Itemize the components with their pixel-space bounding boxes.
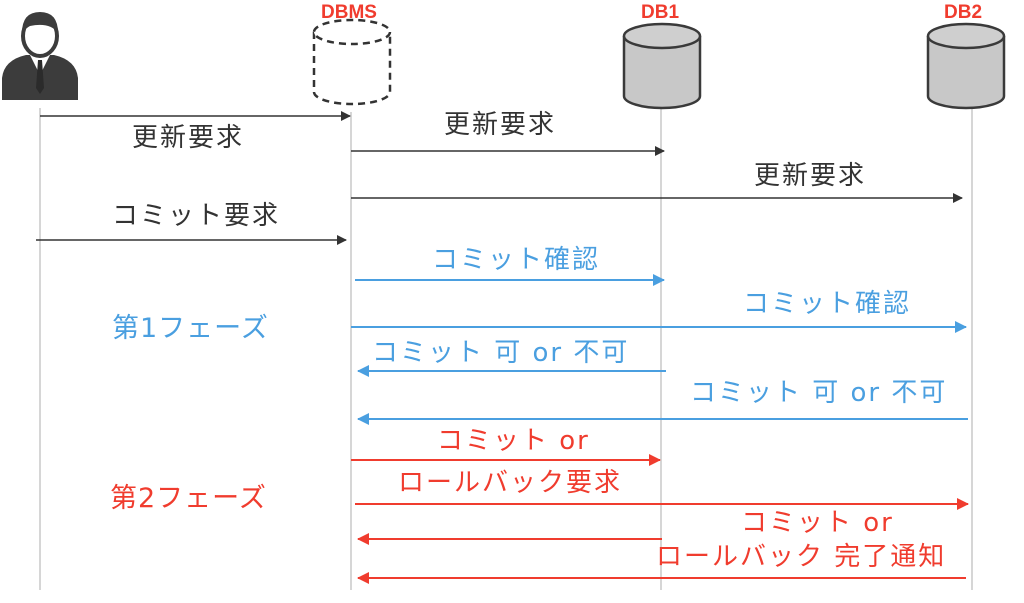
participant-label-db2: DB2 — [944, 2, 983, 23]
participant-label-dbms: DBMS — [321, 2, 377, 23]
message-label-m9-line1: コミット or — [437, 426, 590, 456]
database-icon — [622, 22, 702, 110]
message-label-m9-line2: ロールバック要求 — [398, 468, 623, 498]
database-icon — [926, 22, 1006, 110]
message-label-m6: コミット確認 — [743, 289, 912, 319]
message-label-m7: コミット 可 or 不可 — [372, 338, 630, 368]
database-dashed-icon — [312, 18, 392, 106]
message-label-m2: 更新要求 — [444, 110, 557, 140]
message-label-m5: コミット確認 — [432, 245, 601, 275]
message-label-m4: コミット要求 — [112, 201, 281, 231]
message-label-m3: 更新要求 — [754, 161, 867, 191]
message-label-m12-line1: コミット or — [741, 508, 894, 538]
message-label-m12-line2: ロールバック 完了通知 — [656, 542, 947, 572]
message-label-m8: コミット 可 or 不可 — [690, 378, 948, 408]
participant-label-db1: DB1 — [641, 2, 680, 23]
phase-label-1: 第1フェーズ — [112, 313, 269, 344]
user-icon — [2, 12, 78, 100]
phase-label-2: 第2フェーズ — [110, 483, 267, 514]
message-label-m1: 更新要求 — [132, 123, 245, 153]
